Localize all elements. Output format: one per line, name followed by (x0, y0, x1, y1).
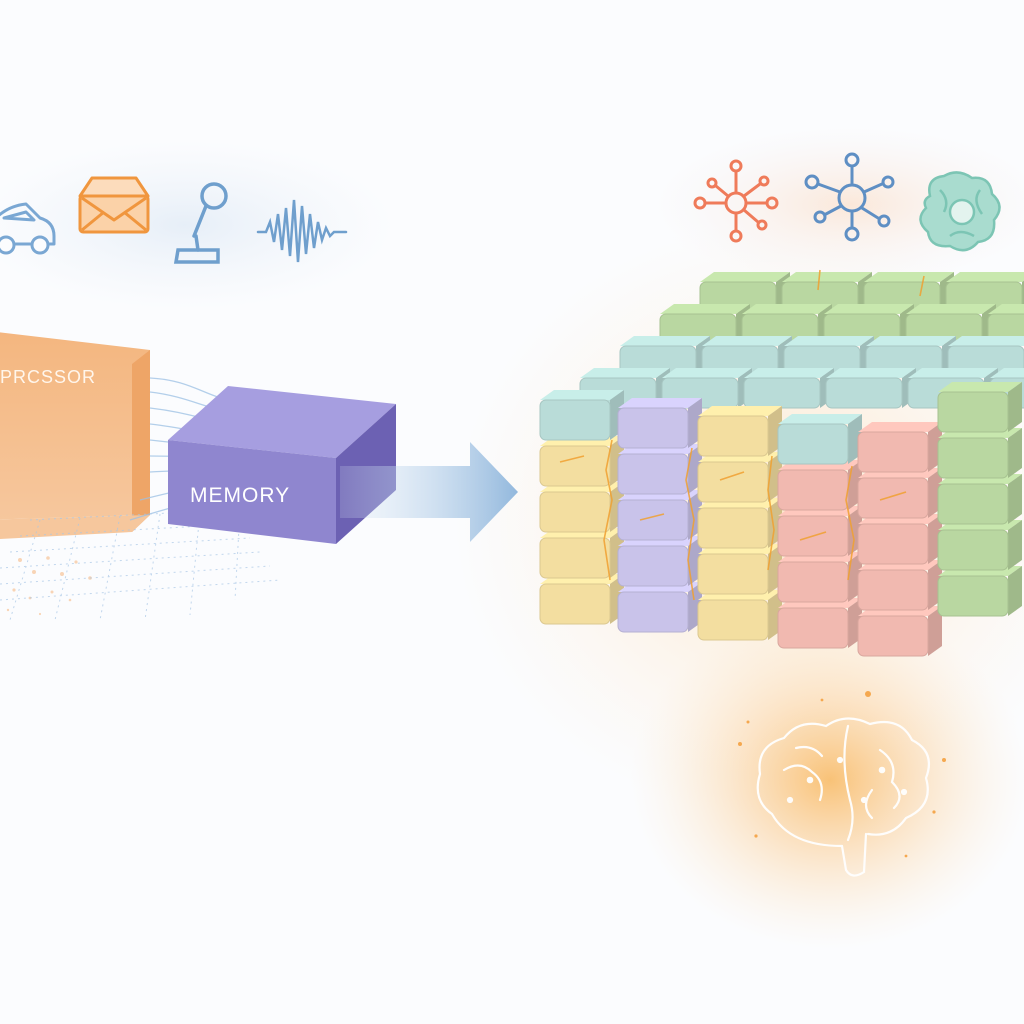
circuit-trace-8 (799, 531, 827, 541)
block-col-5-row-4 (937, 566, 1022, 617)
block-col-0-row-3 (539, 528, 624, 579)
processor-label: PRCSSOR (0, 367, 96, 387)
right-icon-group (693, 152, 1001, 252)
car-icon (0, 202, 56, 255)
block-col-5-row-2 (937, 474, 1022, 525)
left-icon-group (0, 176, 348, 264)
brain-particles (738, 691, 946, 858)
block-col-3-row-3 (777, 552, 862, 603)
block-col-5-row-3 (937, 520, 1022, 571)
memory-label: MEMORY (190, 484, 290, 507)
block-col-1-row-4 (617, 582, 702, 633)
circuit-trace-9 (817, 269, 821, 291)
block-col-3-row-4 (777, 598, 862, 649)
circuit-trace-3 (845, 465, 855, 581)
block-col-2-row-0 (697, 406, 782, 457)
circuit-trace-7 (639, 513, 665, 521)
block-col-4-row-4 (857, 606, 942, 657)
circuit-trace-1 (685, 447, 695, 601)
protein-icon (919, 171, 1001, 252)
block-back-3-3 (825, 368, 916, 409)
processor-block: PRCSSOR (0, 332, 150, 616)
block-col-0-row-0 (539, 390, 624, 441)
block-col-4-row-0 (857, 422, 942, 473)
block-col-3-row-0 (777, 414, 862, 465)
memory-block: MEMORY (168, 386, 396, 544)
circuit-trace-0 (603, 439, 613, 581)
brain-icon (756, 717, 930, 877)
block-col-5-row-0 (937, 382, 1022, 433)
block-col-1-row-1 (617, 444, 702, 495)
block-col-5-row-1 (937, 428, 1022, 479)
network-node-icon (693, 159, 779, 243)
circuit-trace-10 (919, 275, 925, 297)
block-col-2-row-3 (697, 544, 782, 595)
circuit-trace-2 (767, 455, 775, 571)
block-col-0-row-4 (539, 574, 624, 625)
block-col-4-row-2 (857, 514, 942, 565)
flow-arrow (340, 442, 518, 542)
block-col-4-row-3 (857, 560, 942, 611)
waveform-icon (256, 199, 348, 263)
block-back-3-2 (743, 368, 834, 409)
block-col-2-row-4 (697, 590, 782, 641)
molecule-icon (804, 152, 895, 242)
circuit-trace-5 (719, 471, 745, 481)
modular-block-array (539, 269, 1024, 657)
circuit-trace-6 (879, 491, 907, 501)
processor-dissolve-particles (6, 556, 92, 616)
block-col-4-row-1 (857, 468, 942, 519)
circuit-trace-4 (559, 455, 585, 463)
block-col-2-row-2 (697, 498, 782, 549)
block-col-1-row-0 (617, 398, 702, 449)
envelope-icon (78, 176, 150, 234)
robot-arm-icon (173, 182, 228, 264)
block-col-1-row-3 (617, 536, 702, 587)
grid-dots (0, 509, 281, 621)
